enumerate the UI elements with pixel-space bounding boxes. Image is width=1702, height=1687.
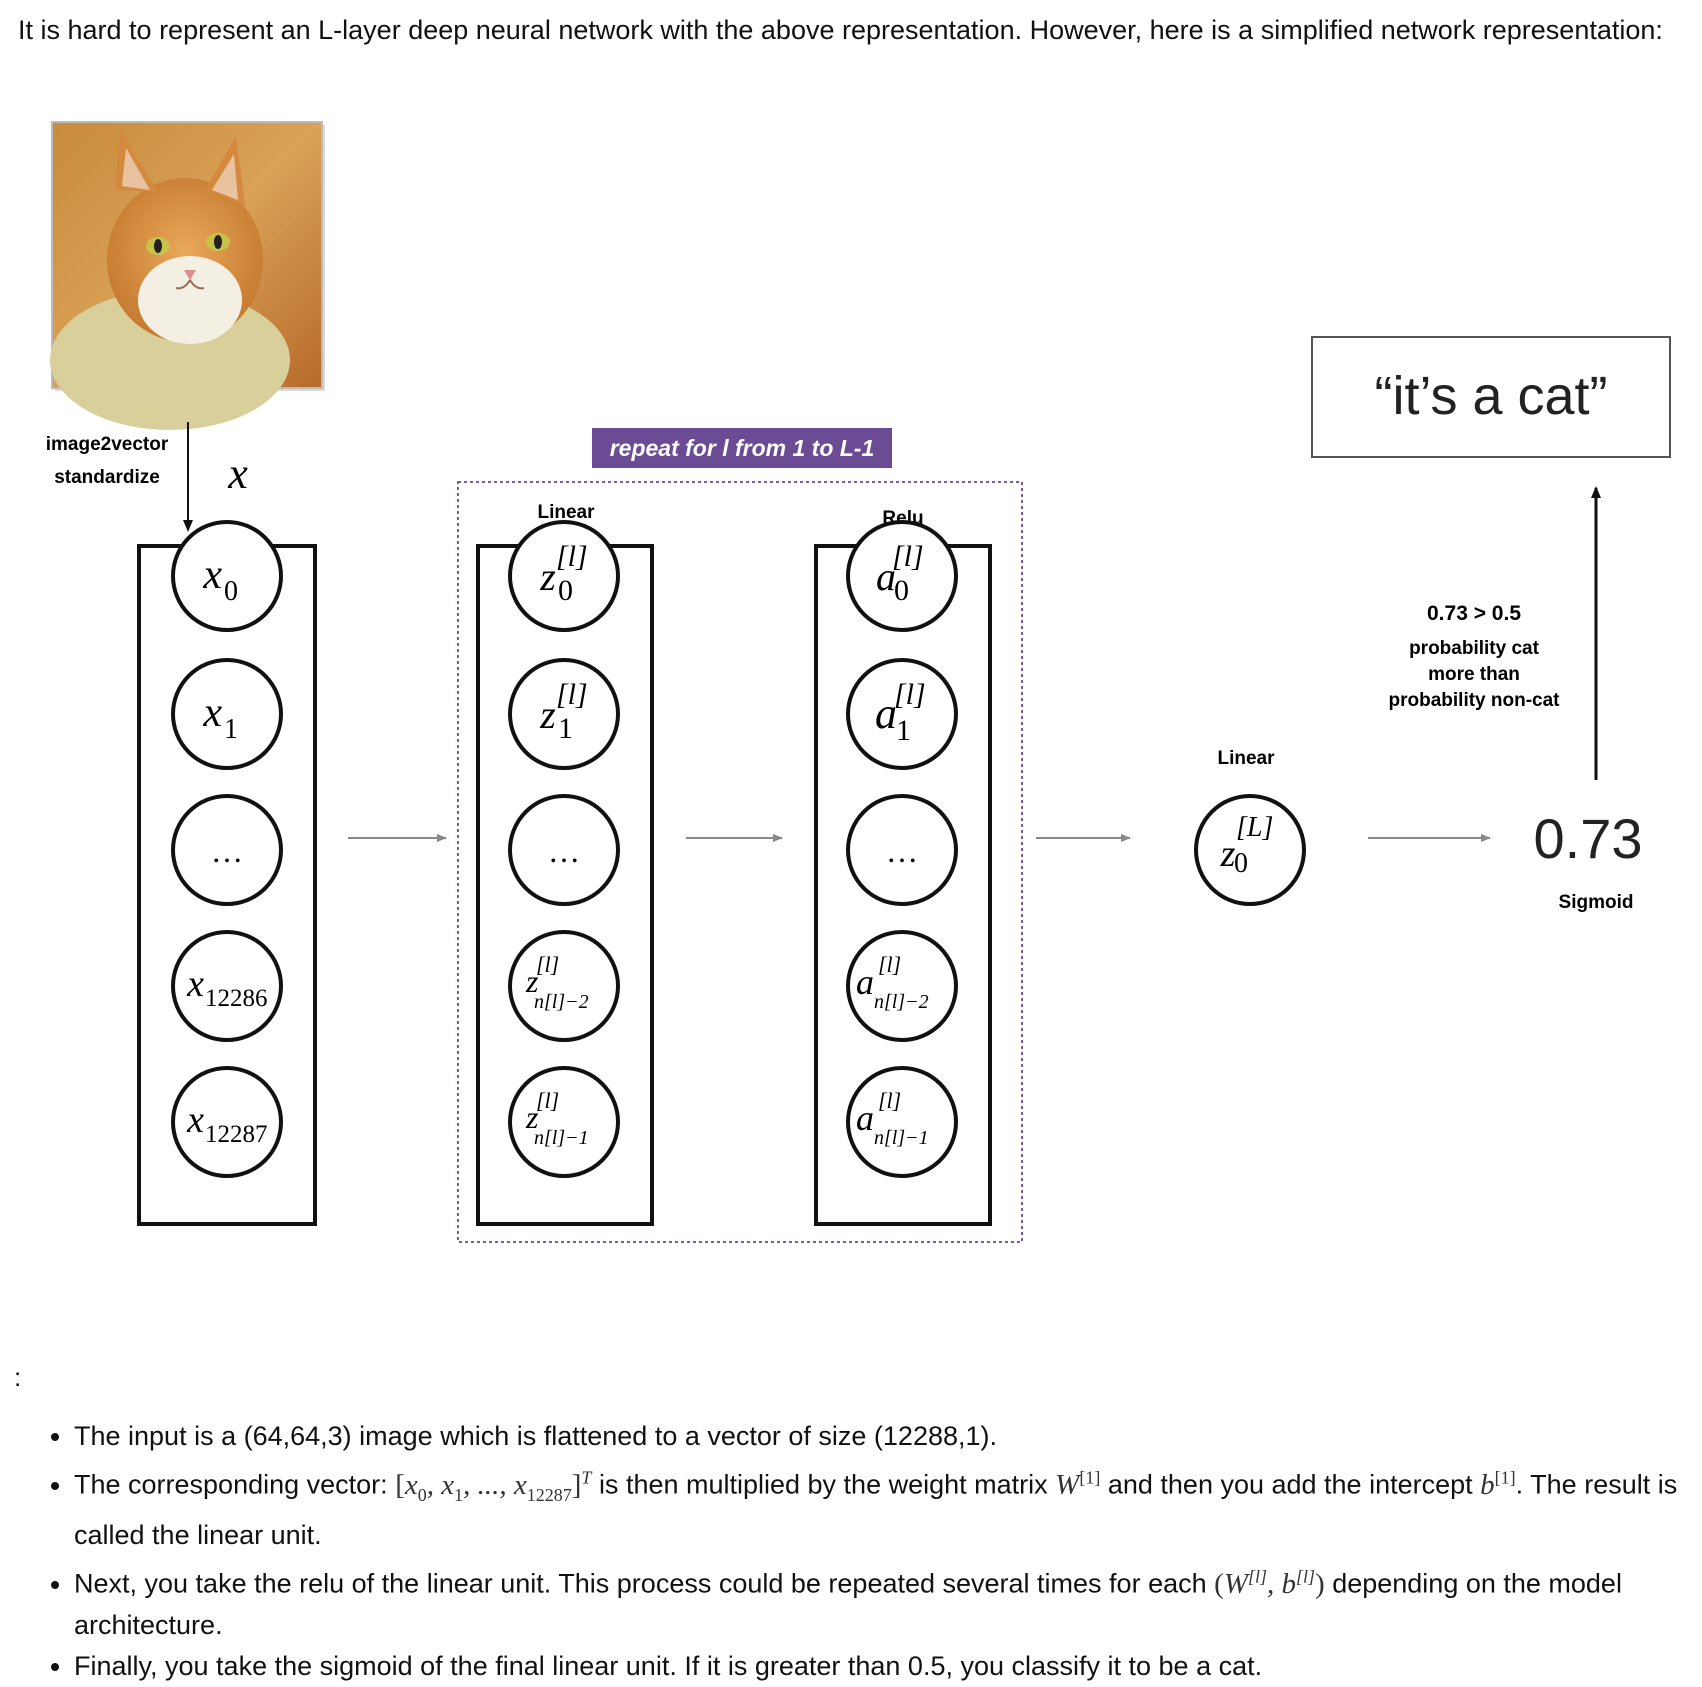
svg-text:n[l]−1: n[l]−1 (874, 1127, 929, 1149)
prediction-text: “it’s a cat” (1374, 366, 1607, 426)
input-node: x 12287 (171, 1066, 283, 1178)
svg-text:[L]: [L] (1236, 812, 1273, 843)
input-node: … (171, 794, 283, 906)
svg-text:a: a (856, 1098, 874, 1138)
svg-text:a: a (875, 689, 897, 738)
final-z-node: z [L] 0 (1194, 794, 1306, 906)
z-node: z [l] 0 (508, 520, 620, 632)
svg-text:n[l]−2: n[l]−2 (874, 991, 929, 1013)
intro-paragraph: It is hard to represent an L-layer deep … (18, 15, 1663, 45)
svg-text:[l]: [l] (878, 1088, 901, 1113)
z-node: z [l] 1 (508, 658, 620, 770)
sigmoid-label: Sigmoid (1559, 892, 1634, 913)
explain-line-3: probability non-cat (1389, 690, 1561, 711)
colon-mark: : (14, 1362, 22, 1392)
svg-text:x: x (186, 1099, 204, 1141)
note-item: Finally, you take the sigmoid of the fin… (74, 1646, 1702, 1687)
svg-text:0: 0 (224, 576, 238, 607)
z-node: z [l] n[l]−1 (508, 1066, 620, 1178)
output-value: 0.73 (1534, 807, 1643, 870)
svg-text:1: 1 (558, 712, 573, 745)
svg-text:[l]: [l] (892, 540, 924, 573)
svg-text:z: z (525, 963, 539, 999)
svg-text:x: x (202, 552, 222, 598)
image2vector-label: image2vector (46, 434, 169, 455)
input-node: x 1 (171, 658, 283, 770)
explain-line-2: more than (1428, 664, 1520, 685)
svg-text:…: … (886, 833, 918, 869)
svg-text:x: x (186, 963, 204, 1005)
weight-formula: W[1] (1055, 1467, 1101, 1501)
explain-line-1: probability cat (1409, 638, 1540, 659)
linear-label: Linear (537, 502, 595, 523)
svg-text:[l]: [l] (556, 678, 588, 711)
svg-text:x: x (202, 690, 222, 736)
svg-text:1: 1 (224, 714, 238, 745)
repeat-region (457, 481, 1023, 1243)
repeat-label: repeat for l from 1 to L-1 (610, 435, 875, 461)
bias-formula: b[1] (1480, 1467, 1516, 1501)
z-node: z [l] n[l]−2 (508, 930, 620, 1042)
svg-text:0: 0 (1234, 848, 1248, 879)
svg-text:…: … (548, 833, 580, 869)
svg-text:[l]: [l] (894, 678, 926, 711)
a-node: a [l] n[l]−1 (846, 1066, 958, 1178)
svg-text:z: z (1220, 833, 1236, 875)
params-formula: (W[l], b[l]) (1214, 1566, 1325, 1601)
svg-text:[l]: [l] (536, 1088, 559, 1113)
svg-text:z: z (539, 554, 556, 599)
note-item: The input is a (64,64,3) image which is … (74, 1416, 1702, 1457)
svg-text:[l]: [l] (536, 952, 559, 977)
svg-text:[l]: [l] (556, 540, 588, 573)
input-node: x 0 (171, 520, 283, 632)
compare-text: 0.73 > 0.5 (1427, 602, 1521, 625)
note-item: The corresponding vector: [x0, x1, ..., … (74, 1457, 1702, 1556)
svg-text:a: a (876, 554, 896, 599)
note-item: Next, you take the relu of the linear un… (74, 1556, 1702, 1646)
a-node: a [l] 0 (846, 520, 958, 632)
svg-text:1: 1 (896, 714, 911, 747)
svg-text:n[l]−1: n[l]−1 (534, 1127, 589, 1149)
cat-image (50, 121, 325, 430)
z-node: … (508, 794, 620, 906)
svg-text:z: z (539, 692, 556, 737)
input-node: x 12286 (171, 930, 283, 1042)
svg-text:0: 0 (894, 574, 909, 607)
svg-text:[l]: [l] (878, 952, 901, 977)
a-node: a [l] 1 (846, 658, 958, 770)
final-linear-label: Linear (1217, 748, 1275, 769)
svg-text:12286: 12286 (205, 985, 268, 1012)
notes-list: The input is a (64,64,3) image which is … (38, 1416, 1702, 1687)
svg-text:0: 0 (558, 574, 573, 607)
vector-formula: [x0, x1, ..., x12287]T (395, 1467, 592, 1505)
input-symbol: x (227, 449, 248, 498)
svg-text:n[l]−2: n[l]−2 (534, 991, 589, 1013)
network-diagram: image2vector standardize x repeat for l … (46, 121, 1671, 1243)
svg-text:…: … (211, 833, 243, 869)
svg-text:z: z (525, 1099, 539, 1135)
a-node: a [l] n[l]−2 (846, 930, 958, 1042)
svg-text:12287: 12287 (205, 1121, 268, 1148)
prediction-box (1311, 336, 1671, 458)
a-node: … (846, 794, 958, 906)
repeat-label-bg (592, 428, 892, 468)
standardize-label: standardize (54, 467, 160, 488)
svg-text:a: a (856, 962, 874, 1002)
